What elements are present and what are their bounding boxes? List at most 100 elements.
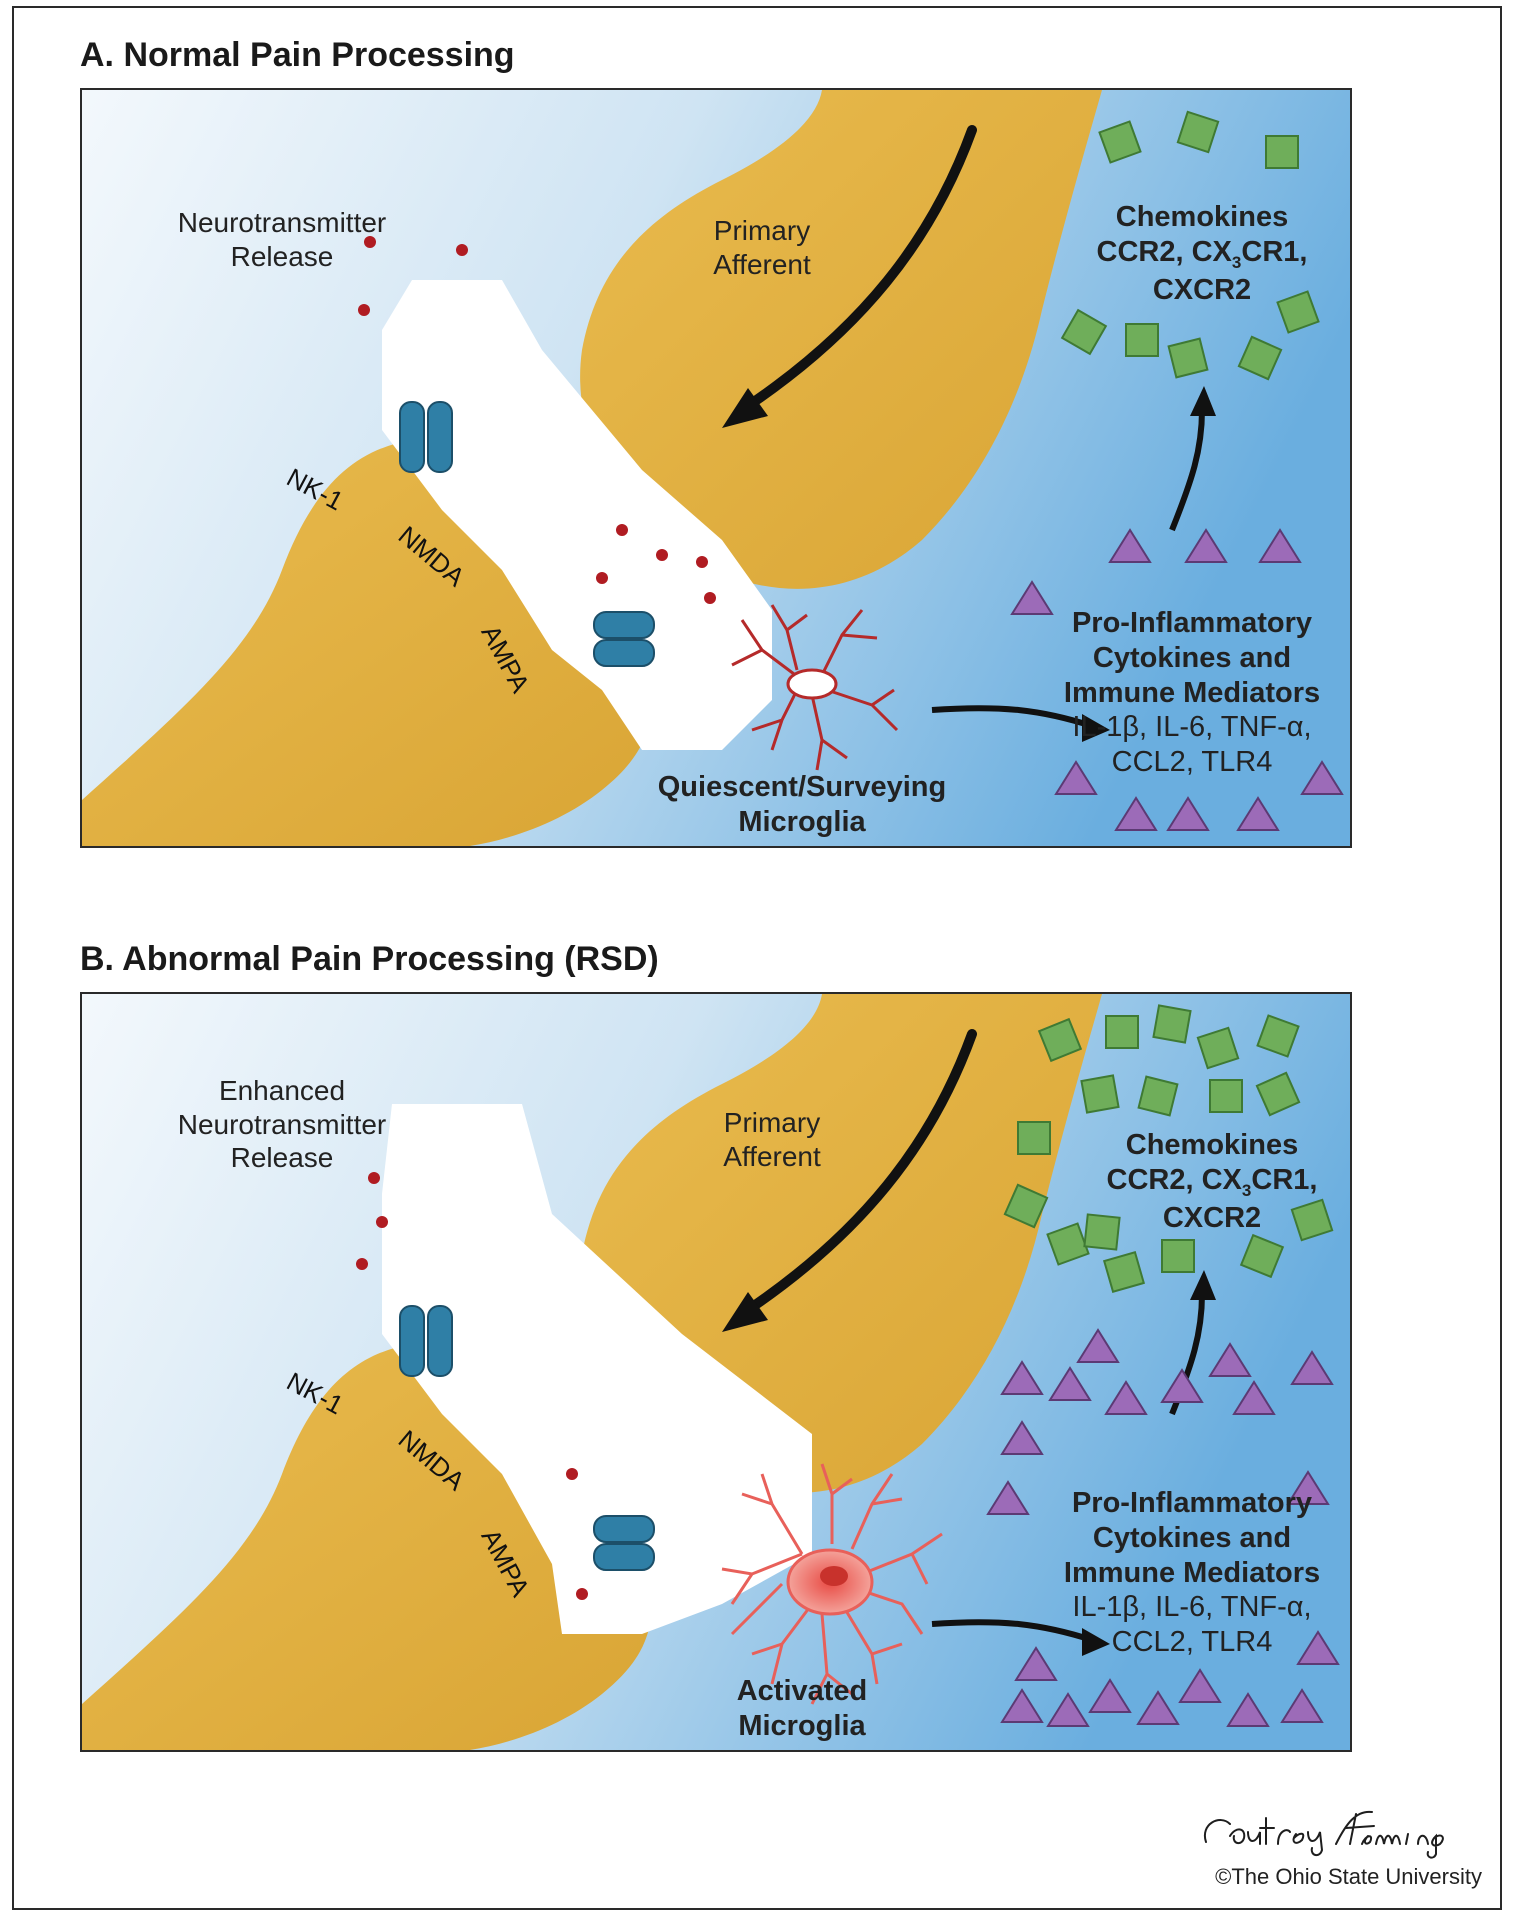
- cytokines-line: Pro-Inflammatory: [1071, 607, 1313, 639]
- cytokine-to-chemokine-arrow-icon: [1169, 409, 1205, 532]
- cytokine-triangle-icon: [1184, 528, 1228, 563]
- cytokine-triangle-icon: [1280, 1688, 1324, 1723]
- neurotransmitter-dot-icon: [356, 1258, 368, 1270]
- chemokines-line: CCR2, CX3CR1,: [1082, 235, 1322, 273]
- credit-text: ©The Ohio State University: [1215, 1864, 1482, 1889]
- primary-afferent-label: Primary Afferent: [672, 214, 852, 281]
- cytokine-triangle-icon: [1010, 580, 1054, 615]
- synaptic-cleft: [382, 280, 772, 750]
- chemokines-text: CR1,: [1251, 1163, 1318, 1196]
- microglia-arrow-icon: [931, 705, 1093, 729]
- cytokine-triangle-icon: [1236, 796, 1280, 831]
- nk1-receptor-icon: [399, 401, 453, 473]
- microglia-label-line: Quiescent/Surveying: [657, 771, 947, 803]
- release-label-line: Release: [230, 1142, 334, 1174]
- chemokine-square-icon: [1265, 135, 1299, 169]
- chemokines-label: Chemokines CCR2, CX3CR1, CXCR2: [1092, 1128, 1332, 1236]
- figure-frame: [12, 6, 1502, 1910]
- chemokines-line: CXCR2: [1152, 273, 1252, 306]
- cytokine-triangle-icon: [1178, 1668, 1222, 1703]
- cytokines-line: Cytokines and: [1092, 1521, 1292, 1554]
- cytokine-triangle-icon: [1054, 760, 1098, 795]
- ampa-receptor-icon: [593, 1515, 655, 1571]
- chemokine-square-icon: [1196, 1026, 1240, 1070]
- chemokines-label: Chemokines CCR2, CX3CR1, CXCR2: [1082, 200, 1322, 308]
- panel-a: Neurotransmitter Release Primary Afferen…: [80, 88, 1352, 848]
- cytokine-cluster: [986, 1328, 1340, 1727]
- cytokine-triangle-icon: [1226, 1692, 1270, 1727]
- cytokines-line: IL-1β, IL-6, TNF-α,: [1072, 711, 1312, 744]
- arrow-head-icon: [1082, 714, 1110, 742]
- neurotransmitter-dot-icon: [566, 1468, 578, 1480]
- cytokine-triangle-icon: [1160, 1368, 1204, 1403]
- panel-b: Enhanced Neurotransmitter Release Primar…: [80, 992, 1352, 1752]
- cytokines-label: Pro-Inflammatory Cytokines and Immune Me…: [1042, 1486, 1342, 1660]
- cytokine-triangle-icon: [1048, 1366, 1092, 1401]
- arrow-head-icon: [1190, 386, 1216, 416]
- chemokine-square-icon: [1255, 1071, 1301, 1117]
- chemokine-square-icon: [1209, 1079, 1243, 1113]
- cytokines-line: Pro-Inflammatory: [1071, 1487, 1313, 1519]
- neurotransmitter-dot-icon: [596, 572, 608, 584]
- microglia-label-line: Microglia: [738, 1709, 866, 1742]
- cytokine-triangle-icon: [1208, 1342, 1252, 1377]
- signature-image: [1203, 1810, 1444, 1859]
- cytokine-triangle-icon: [1000, 1360, 1044, 1395]
- neurotransmitter-dot-icon: [704, 592, 716, 604]
- chemokine-square-icon: [1080, 1074, 1120, 1114]
- chemokine-square-icon: [1239, 1233, 1285, 1279]
- chemokine-square-icon: [1290, 1198, 1334, 1242]
- panel-a-illustration: [82, 90, 1350, 846]
- chemokine-square-icon: [1125, 323, 1159, 357]
- cytokines-line: CCL2, TLR4: [1111, 1626, 1273, 1659]
- primary-afferent-line: Primary: [713, 215, 811, 246]
- cytokine-triangle-icon: [1000, 1420, 1044, 1455]
- cytokine-triangle-icon: [1046, 1692, 1090, 1727]
- chemokine-square-icon: [1017, 1121, 1051, 1155]
- neurotransmitter-dot-icon: [696, 556, 708, 568]
- microglia-icon: [731, 604, 899, 771]
- cytokine-cluster: [1010, 528, 1344, 831]
- arrow-head-icon: [1190, 1270, 1216, 1300]
- neurotransmitter-dot-icon: [456, 244, 468, 256]
- cytokines-line: CCL2, TLR4: [1111, 746, 1273, 779]
- microglia-icon: [721, 1463, 943, 1705]
- cytokine-triangle-icon: [1136, 1690, 1180, 1725]
- chemokine-square-icon: [1037, 1017, 1083, 1063]
- cytokine-triangle-icon: [1166, 796, 1210, 831]
- panel-b-title: B. Abnormal Pain Processing (RSD): [80, 940, 659, 978]
- cytokine-triangle-icon: [1286, 1470, 1330, 1505]
- chemokine-square-icon: [1161, 1239, 1195, 1273]
- cytokine-triangle-icon: [986, 1480, 1030, 1515]
- release-label-line: Enhanced: [218, 1075, 346, 1106]
- signal-arrow-icon: [737, 1029, 977, 1319]
- chemokine-square-icon: [1237, 335, 1283, 381]
- release-label-line: Neurotransmitter: [177, 207, 387, 238]
- signal-arrow-icon: [737, 125, 977, 415]
- neurotransmitter-dots: [356, 1172, 588, 1600]
- chemokine-square-icon: [1137, 1075, 1179, 1117]
- neurotransmitter-dot-icon: [616, 524, 628, 536]
- chemokines-subscript: 3: [1231, 252, 1242, 272]
- arrow-head-icon: [1082, 1628, 1110, 1656]
- chemokine-cluster: [1003, 1004, 1334, 1294]
- microglia-label-line: Microglia: [738, 805, 866, 838]
- chemokine-square-icon: [1276, 290, 1320, 334]
- chemokines-line: CCR2, CX3CR1,: [1092, 1163, 1332, 1201]
- cytokine-triangle-icon: [1258, 528, 1302, 563]
- microglia-label: Quiescent/Surveying Microglia: [642, 770, 962, 840]
- cytokine-triangle-icon: [1000, 1688, 1044, 1723]
- release-label-line: Neurotransmitter: [177, 1108, 387, 1140]
- chemokine-square-icon: [1046, 1222, 1090, 1266]
- release-label: Neurotransmitter Release: [152, 206, 412, 273]
- chemokine-square-icon: [1003, 1183, 1049, 1229]
- chemokine-square-icon: [1083, 1213, 1121, 1251]
- chemokine-cluster: [1060, 110, 1320, 381]
- chemokines-line: CXCR2: [1162, 1201, 1262, 1234]
- chemokine-square-icon: [1060, 308, 1108, 356]
- chemokines-text: CR1,: [1241, 235, 1308, 268]
- chemokine-square-icon: [1105, 1015, 1139, 1049]
- panel-a-title: A. Normal Pain Processing: [80, 36, 515, 74]
- nk1-receptor-icon: [399, 1305, 453, 1377]
- cytokine-triangle-icon: [1114, 796, 1158, 831]
